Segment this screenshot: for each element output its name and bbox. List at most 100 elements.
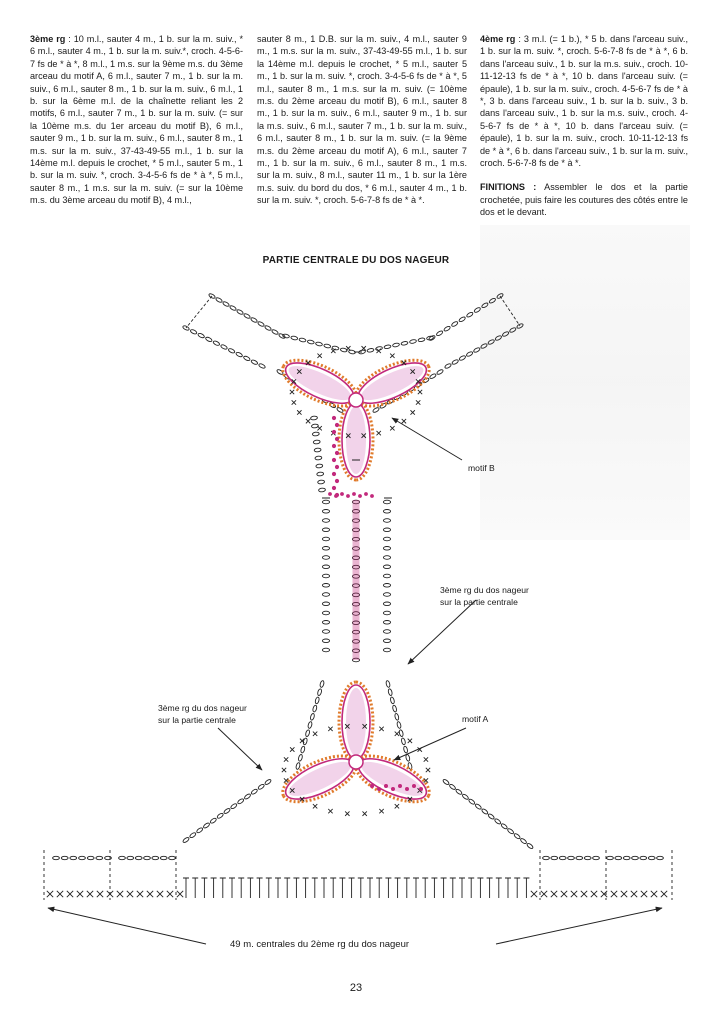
chain-stitch — [302, 737, 308, 746]
single-crochet-stitch — [299, 738, 305, 744]
chain-stitch — [550, 855, 559, 861]
chain-stitch — [52, 855, 60, 861]
chain-stitch — [372, 407, 380, 413]
single-crochet-stitch — [291, 400, 297, 406]
chain-stitch — [321, 601, 331, 607]
slip-stitch-dot — [331, 429, 337, 435]
single-crochet-stitch — [415, 378, 421, 384]
label-row3-left-line1: 3ème rg du dos nageur — [158, 703, 247, 713]
chain-stitch — [466, 351, 474, 357]
label-motif-a: motif A — [462, 714, 489, 724]
single-crochet-stitch — [361, 433, 367, 439]
motif-petal-fill — [288, 366, 351, 401]
chain-stitch — [436, 369, 444, 375]
chain-stitch — [385, 680, 391, 688]
chain-stitch — [78, 855, 86, 861]
chain-stitch — [351, 527, 361, 533]
chain-stitch — [307, 721, 313, 729]
treble-stitch — [348, 877, 355, 898]
single-crochet-stitch — [560, 890, 568, 898]
chain-stitch — [392, 704, 397, 713]
chain-stitch — [458, 355, 466, 361]
arrow-motif-b — [391, 417, 463, 461]
slip-stitch-dot — [340, 492, 344, 496]
text-column-2: sauter 8 m., 1 D.B. sur la m. suiv., 4 m… — [257, 33, 467, 207]
chain-stitch — [351, 629, 361, 635]
single-crochet-stitch — [305, 360, 311, 366]
strap-edge — [185, 295, 213, 329]
chain-stitch — [229, 305, 237, 311]
slip-stitch-dot — [358, 494, 362, 498]
chain-stitch — [282, 333, 290, 339]
single-crochet-stitch — [345, 433, 351, 439]
single-crochet-stitch — [361, 345, 367, 351]
chain-stitch — [313, 447, 322, 453]
chain-stitch — [212, 340, 220, 346]
single-crochet-stitch — [550, 890, 558, 898]
single-crochet-stitch — [389, 425, 395, 431]
arrow-row3-right — [407, 599, 477, 665]
chain-stitch — [394, 713, 400, 721]
chain-stitch — [314, 455, 323, 461]
treble-stitch — [275, 877, 281, 898]
single-crochet-stitch — [136, 890, 144, 898]
chain-stitch — [271, 329, 279, 335]
chain-stitch — [348, 349, 356, 355]
single-crochet-stitch — [345, 345, 351, 351]
chain-stitch — [321, 499, 331, 505]
chain-stitch — [606, 855, 614, 861]
chain-stitch — [317, 479, 325, 485]
slip-stitch-dot — [334, 450, 340, 456]
chain-stitch — [351, 499, 361, 505]
chain-stitch — [321, 592, 331, 597]
chain-stitch — [558, 855, 567, 861]
chain-stitch — [474, 803, 482, 810]
arrow-bottom-right — [495, 906, 663, 945]
chain-stitch — [383, 344, 392, 350]
chain-stitch — [396, 721, 402, 729]
chain-stitch — [351, 601, 361, 607]
chain-stitch — [300, 745, 306, 754]
chain-stitch — [382, 638, 392, 644]
chain-stitch — [351, 518, 361, 523]
chain-stitch — [220, 344, 228, 350]
chain-stitch — [426, 335, 434, 341]
treble-stitch — [486, 877, 493, 898]
chain-stitch — [516, 323, 524, 329]
single-crochet-stitch — [394, 803, 400, 809]
chain-stitch — [95, 855, 104, 861]
chain-stitch — [311, 423, 319, 429]
single-crochet-stitch — [312, 803, 318, 809]
chain-stitch — [382, 592, 392, 597]
chain-stitch — [351, 639, 361, 644]
chain-stitch — [382, 629, 392, 634]
chain-stitch — [321, 546, 331, 551]
chain-stitch — [382, 546, 392, 551]
treble-stitch — [229, 877, 235, 898]
chain-stitch — [507, 828, 514, 835]
text-column-1: 3ème rg : 10 m.l., sauter 4 m., 1 b. sur… — [30, 33, 243, 207]
single-crochet-stitch — [610, 890, 618, 898]
chain-stitch — [69, 855, 78, 861]
chain-stitch — [351, 592, 361, 598]
chain-stitch — [258, 363, 266, 369]
chain-stitch — [401, 737, 406, 746]
motif-petal-layer — [281, 358, 431, 804]
single-crochet-stitch — [407, 796, 413, 802]
treble-stitch — [247, 877, 254, 898]
single-crochet-stitch — [423, 756, 429, 762]
single-crochet-stitch — [289, 787, 295, 793]
row4-text: : 3 m.l. (= 1 b.), * 5 b. dans l'arceau … — [480, 34, 688, 169]
treble-stitch — [367, 877, 373, 898]
chain-stitch — [264, 779, 272, 785]
chain-stitch — [310, 713, 315, 721]
chain-stitch — [168, 855, 176, 861]
single-crochet-stitch — [299, 796, 305, 802]
chain-stitch — [382, 518, 392, 523]
single-crochet-stitch — [166, 890, 174, 898]
slip-stitch-dot — [352, 492, 356, 496]
single-crochet-stitch — [423, 778, 429, 784]
page-number: 23 — [349, 982, 363, 994]
chain-stitch — [312, 439, 321, 445]
